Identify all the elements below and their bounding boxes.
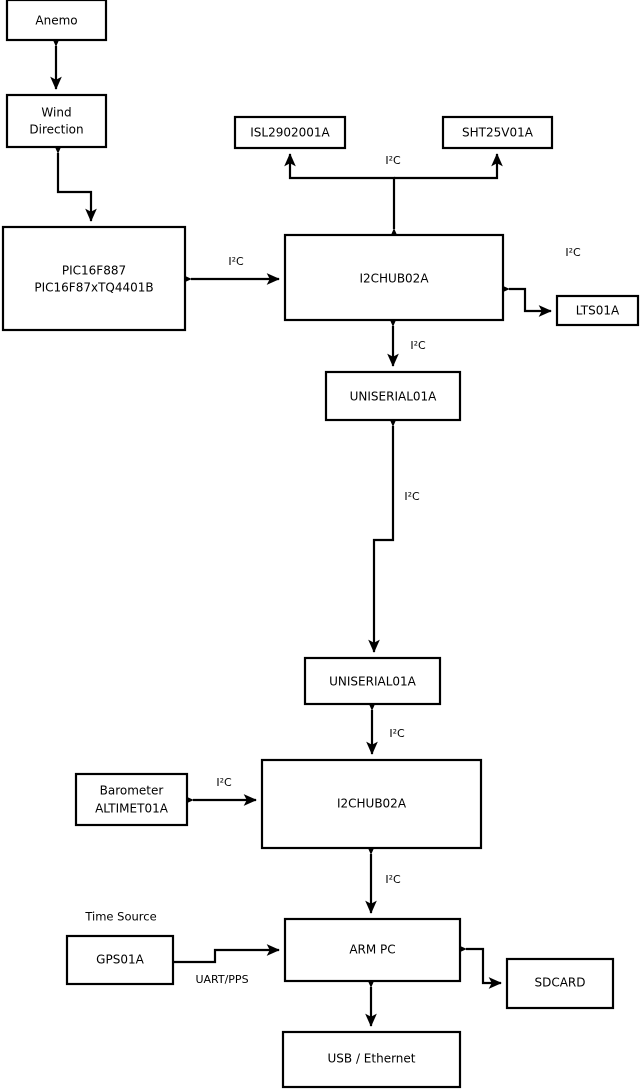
node-pic-microcontroller[interactable]: PIC16F887 PIC16F87xTQ4401B — [1, 225, 187, 332]
node-sdcard-label: SDCARD — [534, 976, 585, 990]
node-lts01a-box — [555, 294, 640, 327]
node-barometer[interactable]: Barometer ALTIMET01A — [74, 772, 189, 827]
node-wind-direction-label-line1: Wind — [41, 106, 71, 120]
edge-label-i2c-long-link: I²C — [404, 490, 420, 503]
node-pic-microcontroller-box — [1, 225, 187, 332]
node-wind-direction[interactable]: Wind Direction — [5, 93, 108, 149]
node-i2chub02a-bottom-box — [260, 758, 483, 850]
node-pic-microcontroller-label-line1: PIC16F887 — [62, 264, 126, 278]
node-uniserial01a-bottom-box — [303, 656, 442, 706]
node-gps01a[interactable]: GPS01A — [65, 934, 175, 986]
node-anemo-label: Anemo — [35, 14, 77, 28]
edge-label-uart-pps: UART/PPS — [195, 973, 248, 986]
edge-label-i2c-hub-uniserial: I²C — [410, 339, 426, 352]
node-lts01a-label: LTS01A — [576, 304, 620, 318]
edge-label-i2c-pic-hub: I²C — [228, 255, 244, 268]
node-anemo[interactable]: Anemo — [5, 0, 108, 42]
node-i2chub02a-top-label: I2CHUB02A — [359, 272, 429, 286]
node-uniserial01a-bottom-label: UNISERIAL01A — [329, 675, 417, 689]
node-usb-ethernet-label: USB / Ethernet — [328, 1052, 416, 1066]
node-sdcard[interactable]: SDCARD — [505, 957, 615, 1010]
node-sht25v01a-label: SHT25V01A — [462, 126, 534, 140]
node-pic-microcontroller-label-line2: PIC16F87xTQ4401B — [34, 281, 153, 295]
node-i2chub02a-top-box — [283, 233, 505, 322]
node-gps01a-box — [65, 934, 175, 986]
edge-hub-isl — [284, 153, 400, 242]
node-wind-direction-box — [5, 93, 108, 149]
node-isl2902001a-box — [233, 115, 347, 150]
node-barometer-label-line1: Barometer — [100, 784, 164, 798]
edge-pic-wind — [52, 140, 97, 222]
node-gps01a-label: GPS01A — [96, 953, 144, 967]
node-lts01a[interactable]: LTS01A — [555, 294, 640, 327]
node-sht25v01a-box — [441, 115, 554, 150]
node-isl2902001a-label: ISL2902001A — [250, 126, 330, 140]
edge-uniserial-uniserial — [368, 413, 399, 653]
labels-layer: I²C I²C I²C I²C I²C I²C I²C I²C UART/PPS… — [84, 154, 581, 986]
node-usb-ethernet[interactable]: USB / Ethernet — [281, 1030, 462, 1089]
edge-hub-sht — [394, 153, 503, 180]
node-isl2902001a[interactable]: ISL2902001A — [233, 115, 347, 150]
edge-label-i2c-barometer: I²C — [216, 776, 232, 789]
node-sdcard-box — [505, 957, 615, 1010]
edge-label-i2c-uniserial-hub: I²C — [389, 727, 405, 740]
node-wind-direction-label-line2: Direction — [29, 123, 83, 137]
node-sht25v01a[interactable]: SHT25V01A — [441, 115, 554, 150]
node-barometer-label-line2: ALTIMET01A — [95, 802, 169, 816]
edge-armpc-sdcard — [453, 943, 502, 989]
node-anemo-box — [5, 0, 108, 42]
node-arm-pc-label: ARM PC — [349, 943, 395, 957]
node-i2chub02a-top[interactable]: I2CHUB02A — [283, 233, 505, 322]
node-i2chub02a-bottom-label: I2CHUB02A — [337, 797, 407, 811]
edge-label-i2c-lts: I²C — [565, 246, 581, 259]
node-i2chub02a-bottom[interactable]: I2CHUB02A — [260, 758, 483, 850]
edge-label-i2c-hub-armpc: I²C — [385, 873, 401, 886]
edges-layer — [50, 33, 552, 1027]
node-uniserial01a-top-box — [324, 370, 462, 422]
node-barometer-box — [74, 772, 189, 827]
node-arm-pc[interactable]: ARM PC — [283, 917, 462, 983]
node-uniserial01a-bottom[interactable]: UNISERIAL01A — [303, 656, 442, 706]
node-uniserial01a-top[interactable]: UNISERIAL01A — [324, 370, 462, 422]
edge-gps-armpc — [173, 944, 280, 964]
node-uniserial01a-top-label: UNISERIAL01A — [350, 390, 438, 404]
node-usb-ethernet-box — [281, 1030, 462, 1089]
label-time-source: Time Source — [84, 910, 156, 924]
edge-hub-lts — [496, 283, 552, 317]
node-arm-pc-box — [283, 917, 462, 983]
edge-label-i2c-top-bus: I²C — [385, 154, 401, 167]
